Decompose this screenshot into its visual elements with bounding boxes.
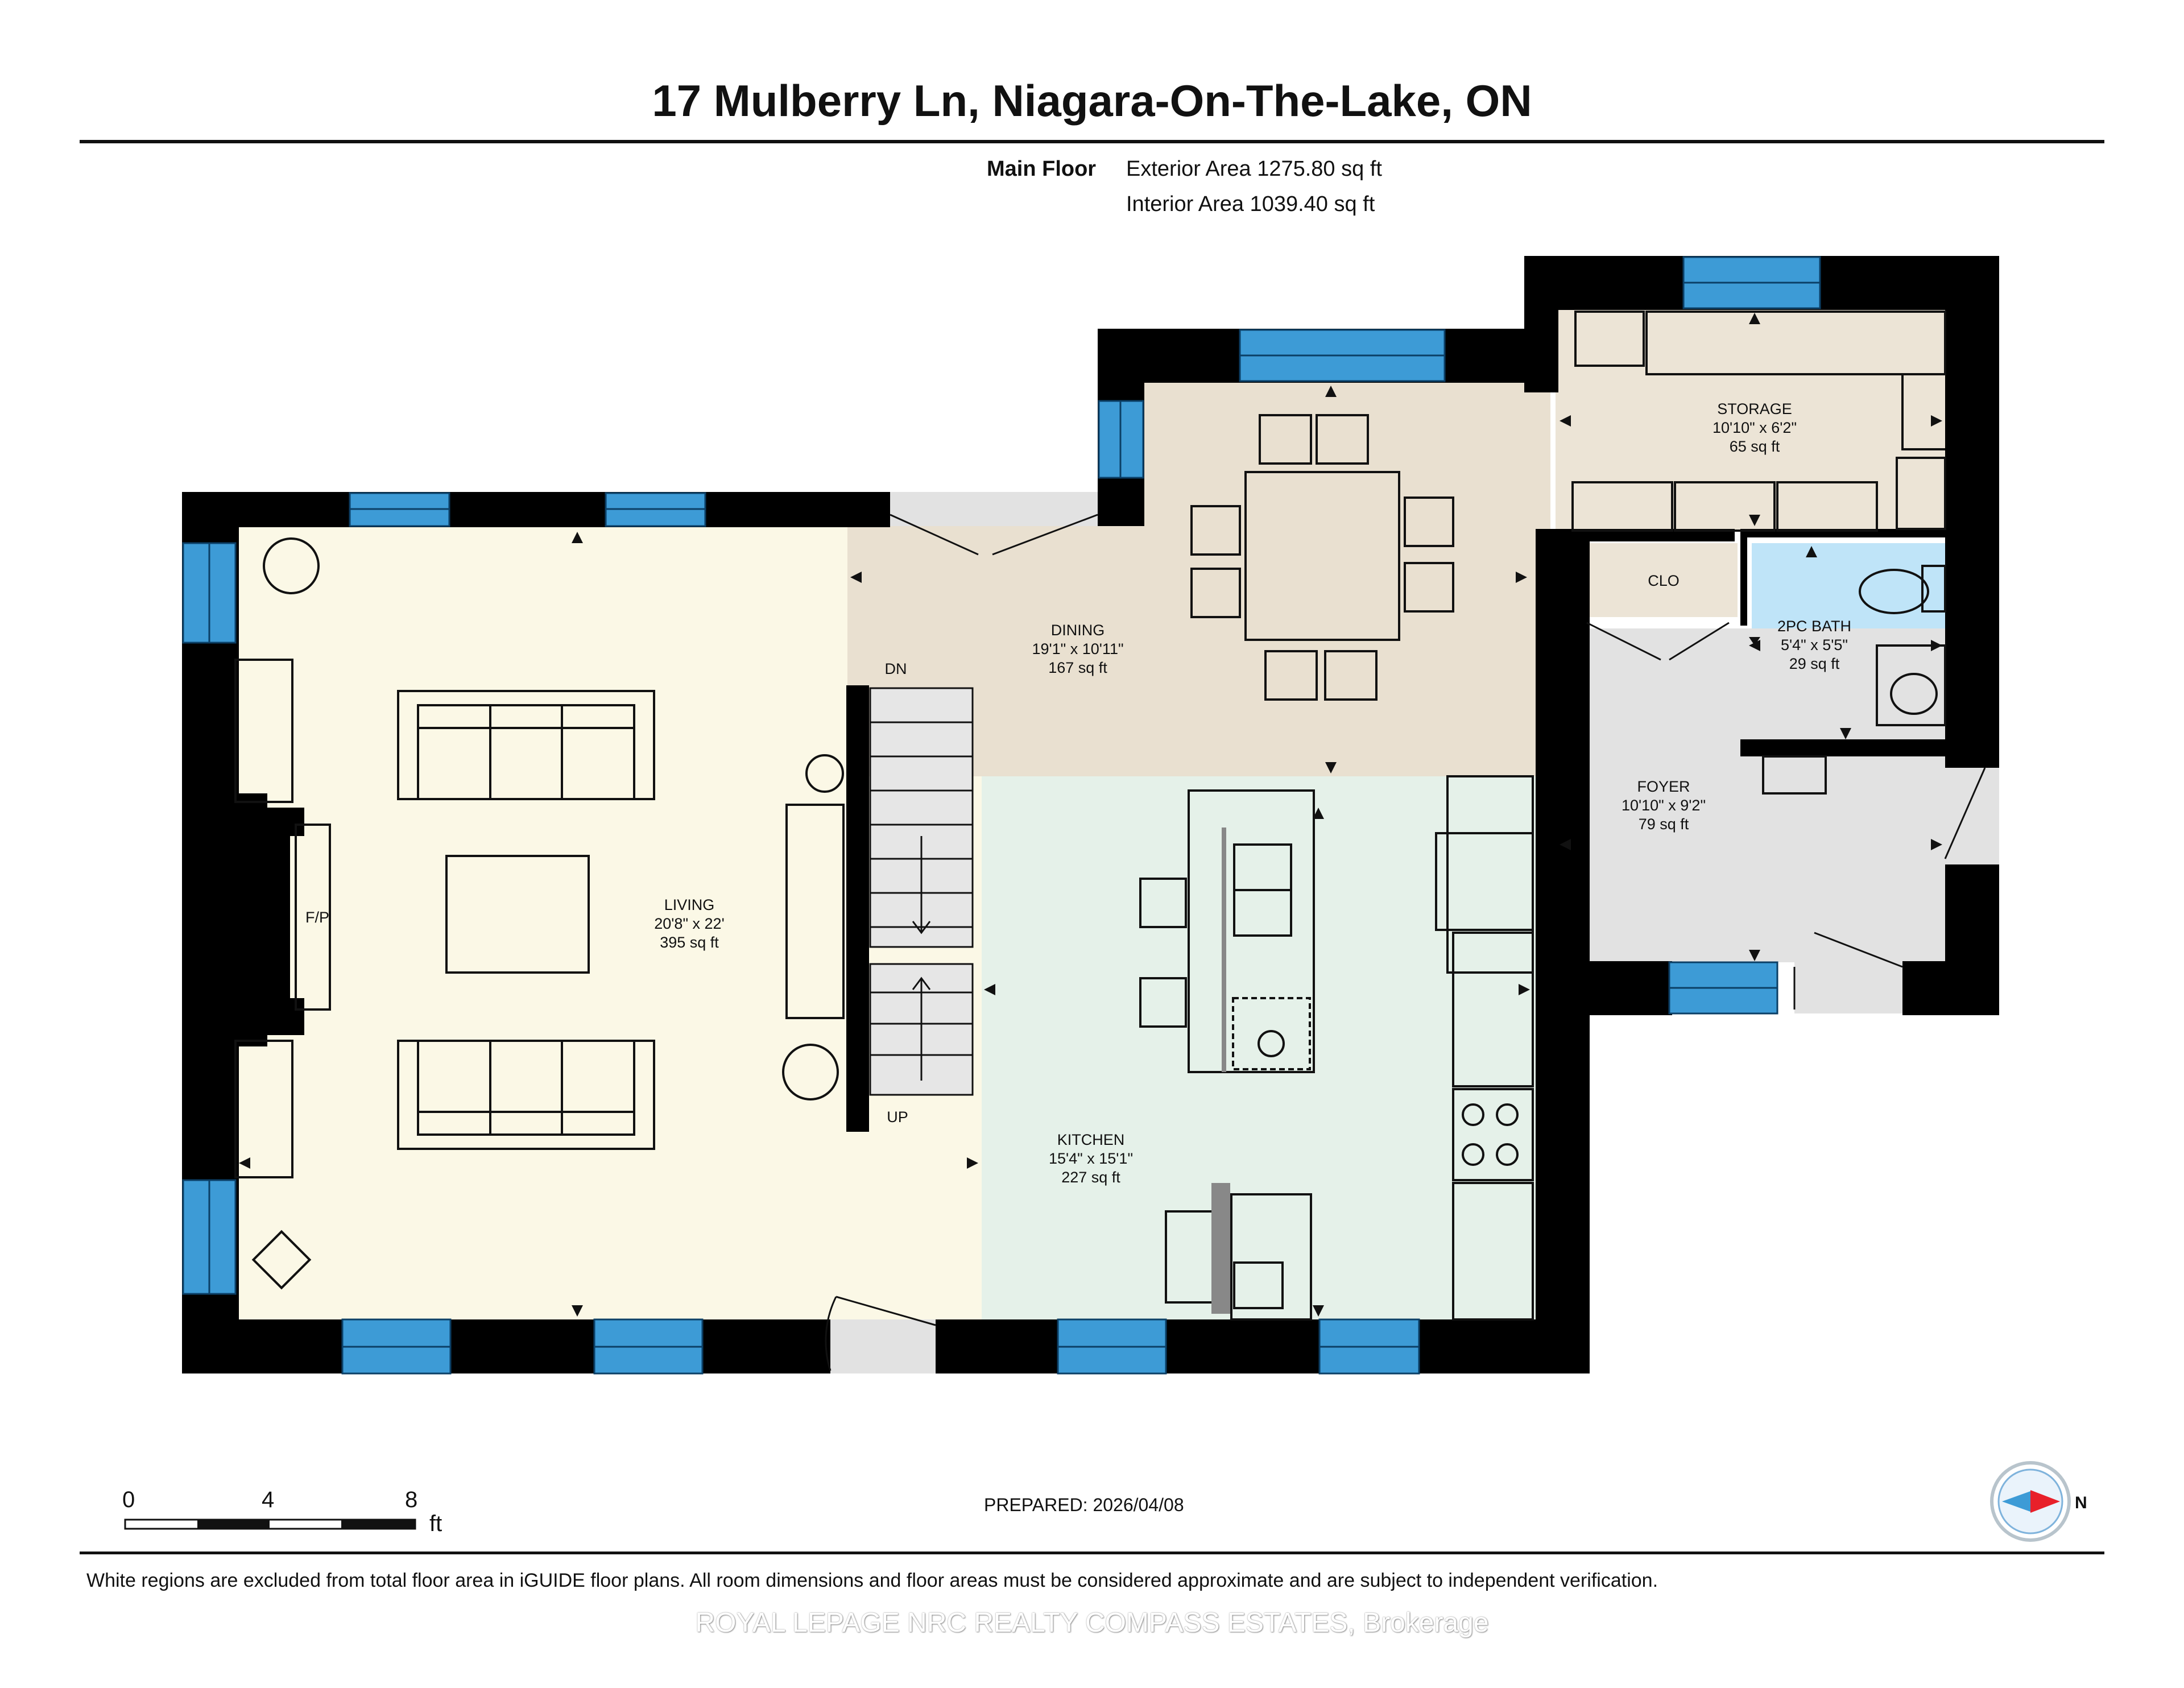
storage-fixtures	[1571, 311, 1946, 795]
stairs	[869, 687, 974, 1096]
storage-floor	[1556, 310, 1948, 532]
fireplace-label: F/P	[305, 909, 329, 926]
scale-tick-8: 8	[405, 1487, 417, 1512]
foyer-dims: 10'10" x 9'2"	[1622, 797, 1706, 814]
living-furniture	[234, 537, 845, 1290]
scale-tick-4: 4	[262, 1487, 274, 1512]
kitchen-area: 227 sq ft	[1061, 1169, 1120, 1186]
stairs-up-label: UP	[887, 1108, 908, 1126]
doors	[825, 492, 1999, 1373]
interior-area: Interior Area 1039.40 sq ft	[1126, 192, 1375, 216]
footer-divider	[80, 1552, 2104, 1554]
scale-unit: ft	[429, 1511, 442, 1536]
bath-area: 29 sq ft	[1789, 655, 1840, 672]
prepared-date: PREPARED: 2026/04/08	[984, 1495, 1184, 1515]
stairs-down-label: DN	[885, 660, 907, 677]
foyer-floor	[1556, 628, 1948, 962]
foyer-area: 79 sq ft	[1639, 816, 1689, 833]
scale-bar: 0 4 8 ft	[122, 1487, 442, 1536]
title-divider	[80, 140, 2104, 143]
dimension-arrows	[239, 313, 1942, 1317]
dining-area: 167 sq ft	[1048, 659, 1107, 676]
kitchen-fixtures	[1139, 775, 1534, 1321]
window-glazing-lines	[208, 282, 1820, 1348]
page-title: 17 Mulberry Ln, Niagara-On-The-Lake, ON	[652, 76, 1532, 126]
exterior-area: Exterior Area 1275.80 sq ft	[1126, 157, 1382, 181]
bath-name: 2PC BATH	[1777, 618, 1851, 635]
living-area: 395 sq ft	[660, 934, 719, 951]
scale-tick-0: 0	[122, 1487, 135, 1512]
storage-area: 65 sq ft	[1730, 438, 1780, 455]
storage-name: STORAGE	[1717, 400, 1792, 417]
dining-dims: 19'1" x 10'11"	[1032, 640, 1123, 657]
dining-name: DINING	[1051, 622, 1105, 639]
bath-fixtures	[1859, 565, 1946, 726]
bath-dims: 5'4" x 5'5"	[1781, 636, 1848, 653]
closet-name: CLO	[1648, 572, 1680, 589]
kitchen-name: KITCHEN	[1057, 1131, 1125, 1148]
disclaimer: White regions are excluded from total fl…	[86, 1570, 1658, 1591]
dining-table	[1190, 414, 1454, 701]
brokerage-watermark: ROYAL LEPAGE NRC REALTY COMPASS ESTATES,…	[695, 1608, 1489, 1638]
compass-icon: N	[1990, 1461, 2087, 1542]
foyer-name: FOYER	[1637, 778, 1690, 795]
dining-bay-floor	[1143, 381, 1550, 535]
kitchen-dims: 15'4" x 15'1"	[1049, 1150, 1133, 1167]
storage-dims: 10'10" x 6'2"	[1713, 419, 1797, 436]
kitchen-floor	[982, 776, 1550, 1319]
compass-north-label: N	[2075, 1493, 2087, 1512]
floor-name: Main Floor	[987, 157, 1097, 181]
living-dims: 20'8" x 22'	[654, 915, 724, 932]
living-name: LIVING	[664, 896, 715, 913]
